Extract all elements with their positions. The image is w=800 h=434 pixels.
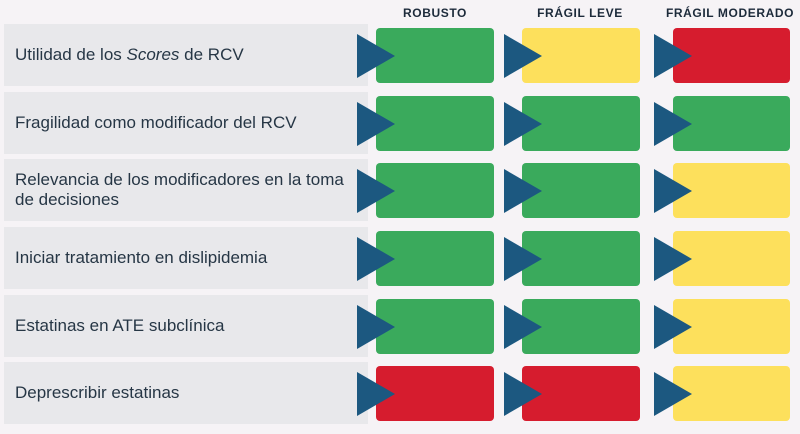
table-row: Iniciar tratamiento en dislipidemia (0, 227, 800, 289)
status-box-robusto (376, 28, 494, 83)
row-label-text: Utilidad de los Scores de RCV (15, 45, 244, 64)
row-label-text: Estatinas en ATE subclínica (15, 316, 225, 335)
row-label-text: Iniciar tratamiento en dislipidemia (15, 248, 268, 267)
arrow-icon (654, 169, 692, 213)
arrow-icon (357, 102, 395, 146)
row-label: Estatinas en ATE subclínica (4, 295, 368, 357)
row-label-text: Relevancia de los modificadores en la to… (15, 170, 344, 209)
arrow-icon (654, 237, 692, 281)
arrow-icon (504, 102, 542, 146)
status-box-robusto (376, 96, 494, 151)
arrow-icon (357, 237, 395, 281)
column-header-fragil-leve: FRÁGIL LEVE (537, 6, 623, 20)
arrow-icon (504, 169, 542, 213)
table-row: Fragilidad como modificador del RCV (0, 92, 800, 154)
arrow-icon (504, 305, 542, 349)
table-row: Estatinas en ATE subclínica (0, 295, 800, 357)
row-label: Relevancia de los modificadores en la to… (4, 159, 368, 221)
column-header-fragil-moderado: FRÁGIL MODERADO (665, 6, 795, 20)
arrow-icon (504, 34, 542, 78)
table-row: Deprescribir estatinas (0, 362, 800, 424)
row-label: Iniciar tratamiento en dislipidemia (4, 227, 368, 289)
arrow-icon (357, 305, 395, 349)
status-box-fragil-moderado (673, 231, 790, 286)
status-box-fragil-moderado (673, 299, 790, 354)
status-box-fragil-moderado (673, 366, 790, 421)
arrow-icon (654, 305, 692, 349)
row-label-text: Fragilidad como modificador del RCV (15, 113, 297, 132)
column-header-robusto: ROBUSTO (403, 6, 467, 20)
arrow-icon (504, 237, 542, 281)
table-row: Relevancia de los modificadores en la to… (0, 159, 800, 221)
status-box-fragil-moderado (673, 28, 790, 83)
row-label: Utilidad de los Scores de RCV (4, 24, 368, 86)
status-box-robusto (376, 299, 494, 354)
row-label: Deprescribir estatinas (4, 362, 368, 424)
status-box-robusto (376, 366, 494, 421)
table-row: Utilidad de los Scores de RCV (0, 24, 800, 86)
status-box-fragil-moderado (673, 96, 790, 151)
arrow-icon (504, 372, 542, 416)
arrow-icon (357, 34, 395, 78)
status-box-robusto (376, 163, 494, 218)
row-label-text: Deprescribir estatinas (15, 383, 180, 402)
status-box-fragil-moderado (673, 163, 790, 218)
arrow-icon (357, 169, 395, 213)
arrow-icon (654, 102, 692, 146)
arrow-icon (654, 372, 692, 416)
status-box-robusto (376, 231, 494, 286)
arrow-icon (654, 34, 692, 78)
row-label: Fragilidad como modificador del RCV (4, 92, 368, 154)
arrow-icon (357, 372, 395, 416)
